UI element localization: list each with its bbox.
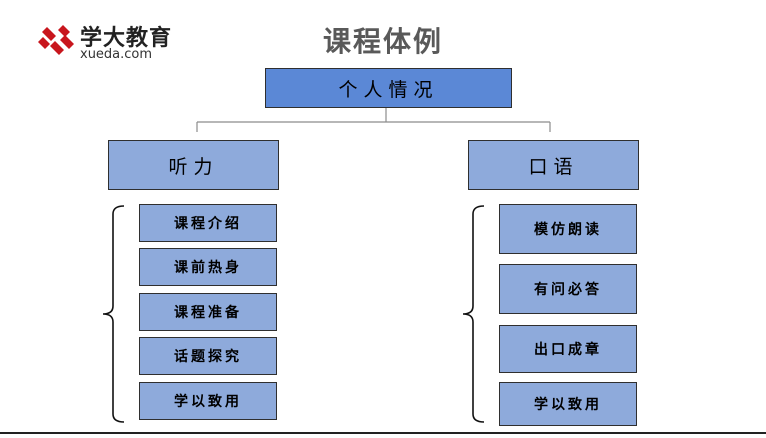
listening-item: 课程准备 (139, 293, 277, 331)
root-label: 个人情况 (338, 78, 439, 101)
listening-item: 学以致用 (139, 382, 277, 420)
page-title: 课程体例 (322, 25, 443, 58)
root-node: 个人情况 (265, 68, 512, 108)
footer-divider (0, 432, 766, 434)
item-label: 学以致用 (534, 397, 602, 413)
logo-url: xueda.com (80, 47, 153, 62)
item-label: 话题探究 (174, 349, 242, 365)
category-speaking: 口语 (468, 140, 639, 190)
brand-logo: 学大教育 xueda.com (36, 20, 216, 68)
logo-text: 学大教育 (80, 26, 173, 51)
item-label: 有问必答 (534, 282, 602, 298)
item-label: 课前热身 (174, 260, 242, 276)
speaking-item: 出口成章 (499, 325, 637, 373)
speaking-item: 学以致用 (499, 382, 637, 426)
category-label: 口语 (528, 155, 579, 178)
item-label: 出口成章 (534, 342, 602, 358)
item-label: 课程介绍 (174, 216, 242, 232)
left-brace (102, 205, 125, 423)
item-label: 学以致用 (174, 394, 242, 410)
speaking-item: 模仿朗读 (499, 204, 637, 254)
listening-item: 课程介绍 (139, 204, 277, 242)
category-label: 听力 (168, 155, 219, 178)
listening-item: 话题探究 (139, 337, 277, 375)
category-listening: 听力 (108, 140, 279, 190)
xueda-logo-icon (38, 25, 74, 55)
right-brace (462, 205, 485, 423)
item-label: 课程准备 (174, 305, 242, 321)
item-label: 模仿朗读 (534, 222, 602, 238)
speaking-item: 有问必答 (499, 264, 637, 314)
listening-item: 课前热身 (139, 248, 277, 286)
